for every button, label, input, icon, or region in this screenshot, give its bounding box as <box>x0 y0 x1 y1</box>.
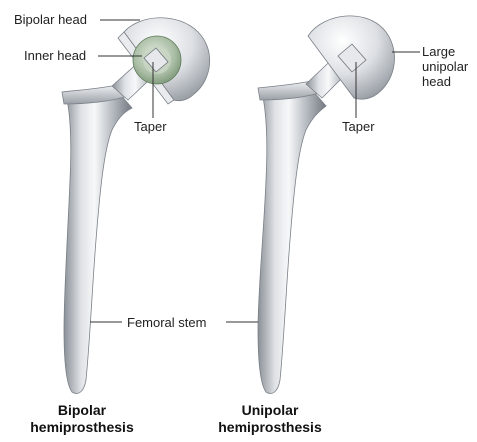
label-large-unipolar-head: Large unipolar head <box>422 44 468 89</box>
caption-bipolar-line1: Bipolar <box>12 402 152 419</box>
caption-bipolar: Bipolar hemiprosthesis <box>12 402 152 436</box>
label-bipolar-head: Bipolar head <box>14 12 87 27</box>
bipolar-femoral-stem <box>64 92 132 394</box>
bipolar-prosthesis <box>62 18 210 394</box>
label-taper-right: Taper <box>342 119 375 134</box>
caption-unipolar: Unipolar hemiprosthesis <box>200 402 340 436</box>
caption-unipolar-line1: Unipolar <box>200 402 340 419</box>
caption-bipolar-line2: hemiprosthesis <box>12 419 152 436</box>
label-large-line2: unipolar <box>422 59 468 74</box>
caption-unipolar-line2: hemiprosthesis <box>200 419 340 436</box>
label-large-line1: Large <box>422 44 468 59</box>
label-large-line3: head <box>422 74 468 89</box>
unipolar-prosthesis <box>258 16 395 394</box>
label-inner-head: Inner head <box>24 48 86 63</box>
label-femoral-stem: Femoral stem <box>127 315 206 330</box>
label-taper-left: Taper <box>134 119 167 134</box>
unipolar-femoral-stem <box>258 90 326 394</box>
